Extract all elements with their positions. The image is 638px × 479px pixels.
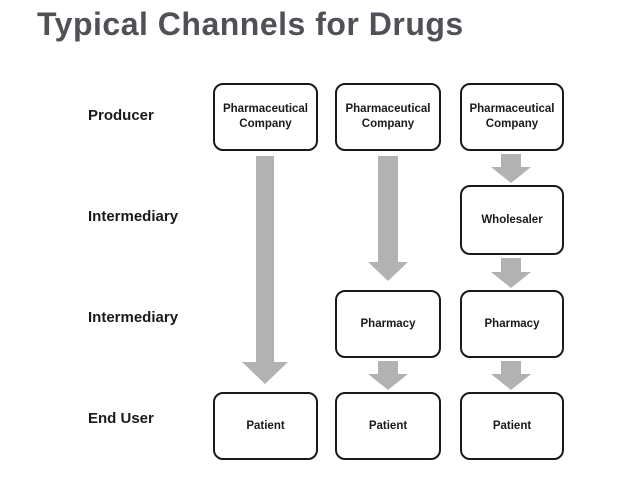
node-pharmacy-channel3: Pharmacy: [460, 290, 564, 358]
stage-label-end-user: End User: [88, 410, 154, 427]
node-pharmaceutical-company-channel1: Pharmaceutical Company: [213, 83, 318, 151]
flow-arrow-c1-producer-to-patient: [242, 156, 288, 384]
flow-arrow-c3-pharmacy-to-patient: [491, 361, 531, 390]
arrow-shaft: [501, 361, 521, 374]
stage-label-intermediary-2: Intermediary: [88, 309, 179, 326]
node-pharmacy-channel2: Pharmacy: [335, 290, 441, 358]
node-patient-channel2: Patient: [335, 392, 441, 460]
arrow-shaft: [378, 361, 398, 374]
node-wholesaler-channel3: Wholesaler: [460, 185, 564, 255]
down-arrow-head-icon: [491, 167, 531, 183]
flow-arrow-c3-producer-to-wholesaler: [491, 154, 531, 183]
stage-label-producer: Producer: [88, 107, 154, 124]
down-arrow-head-icon: [242, 362, 288, 384]
down-arrow-head-icon: [491, 374, 531, 390]
flow-arrow-c2-producer-to-pharmacy: [368, 156, 408, 281]
down-arrow-head-icon: [368, 262, 408, 281]
down-arrow-head-icon: [491, 272, 531, 288]
node-pharmaceutical-company-channel3: Pharmaceutical Company: [460, 83, 564, 151]
arrow-shaft: [501, 154, 521, 167]
flow-arrow-c2-pharmacy-to-patient: [368, 361, 408, 390]
arrow-shaft: [501, 258, 521, 272]
node-patient-channel1: Patient: [213, 392, 318, 460]
node-patient-channel3: Patient: [460, 392, 564, 460]
down-arrow-head-icon: [368, 374, 408, 390]
arrow-shaft: [378, 156, 398, 262]
slide-title: Typical Channels for Drugs: [37, 6, 464, 42]
node-pharmaceutical-company-channel2: Pharmaceutical Company: [335, 83, 441, 151]
stage-label-intermediary-1: Intermediary: [88, 208, 179, 225]
flow-arrow-c3-wholesaler-to-pharmacy: [491, 258, 531, 288]
arrow-shaft: [256, 156, 274, 362]
